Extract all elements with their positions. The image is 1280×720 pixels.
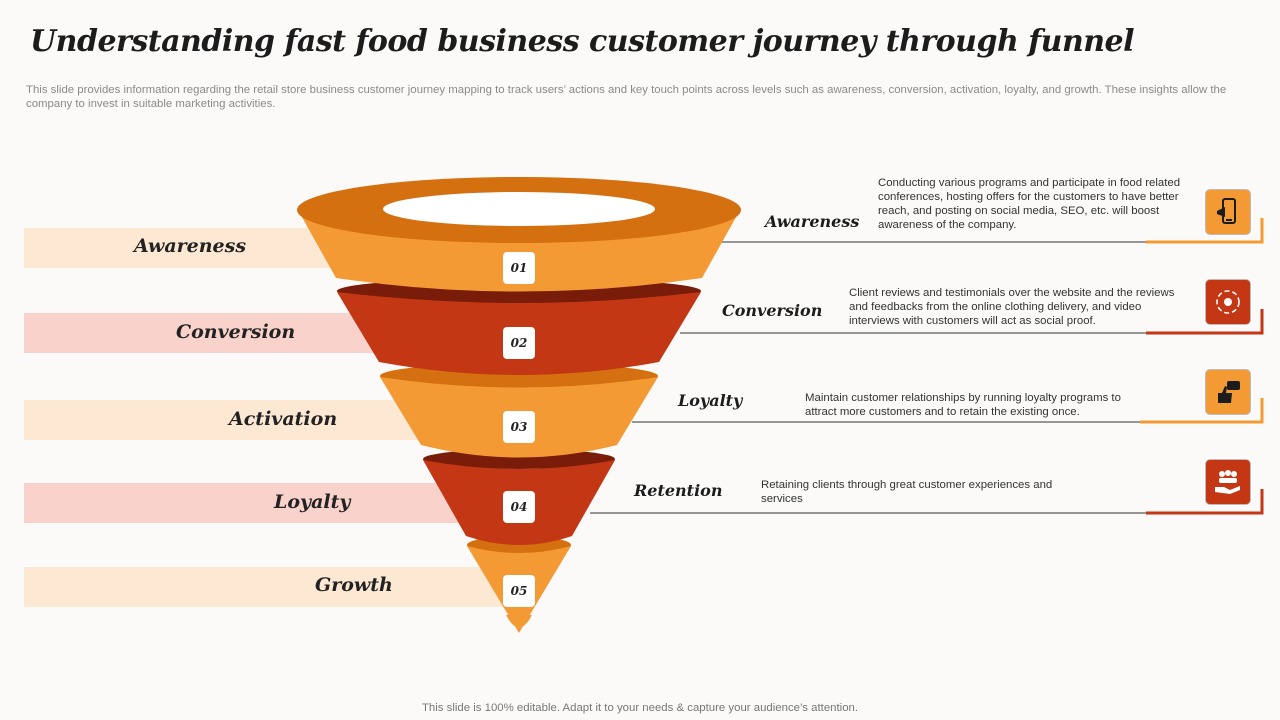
desc-conversion: Client reviews and testimonials over the… xyxy=(849,287,1175,327)
hand-people-icon xyxy=(1215,470,1240,494)
step-number-05: 05 xyxy=(503,575,535,607)
left-label-conversion: Conversion xyxy=(176,321,296,343)
band-loyalty xyxy=(24,483,464,523)
funnel-opening xyxy=(383,192,655,226)
step-number-01: 01 xyxy=(503,252,535,284)
accent-bracket-4 xyxy=(1146,489,1264,515)
footer-note: This slide is 100% editable. Adapt it to… xyxy=(421,702,859,714)
desc-awareness: Conducting various programs and particip… xyxy=(878,177,1181,231)
desc-loyalty: Maintain customer relationships by runni… xyxy=(805,392,1121,418)
icon-box-conversion xyxy=(1206,280,1250,324)
accent-bracket-2 xyxy=(1146,309,1264,335)
page-subtitle: This slide provides information regardin… xyxy=(26,84,1227,110)
band-awareness xyxy=(24,228,334,268)
icon-box-retention xyxy=(1206,460,1250,504)
desc-retention: Retaining clients through great customer… xyxy=(761,479,1053,505)
conversion-cycle-icon xyxy=(1216,290,1240,314)
band-growth xyxy=(24,567,504,607)
left-label-loyalty: Loyalty xyxy=(274,491,351,513)
thumbs-up-chat-icon xyxy=(1218,381,1240,403)
icon-box-awareness xyxy=(1206,190,1250,234)
step-number-04: 04 xyxy=(503,491,535,523)
icon-box-loyalty xyxy=(1206,370,1250,414)
left-label-activation: Activation xyxy=(229,408,338,430)
right-label-awareness: Awareness xyxy=(765,212,860,231)
step-number-02: 02 xyxy=(503,327,535,359)
page-title: Understanding fast food business custome… xyxy=(30,24,1135,59)
left-label-awareness: Awareness xyxy=(134,235,247,257)
right-label-loyalty: Loyalty xyxy=(678,391,743,410)
band-activation xyxy=(24,400,424,440)
left-label-growth: Growth xyxy=(315,574,393,596)
right-label-retention: Retention xyxy=(634,481,723,500)
band-conversion xyxy=(24,313,374,353)
accent-bracket-1 xyxy=(1146,218,1264,244)
mobile-megaphone-icon xyxy=(1217,198,1236,224)
accent-bracket-3 xyxy=(1140,398,1264,424)
right-label-conversion: Conversion xyxy=(722,301,823,320)
step-number-03: 03 xyxy=(503,411,535,443)
